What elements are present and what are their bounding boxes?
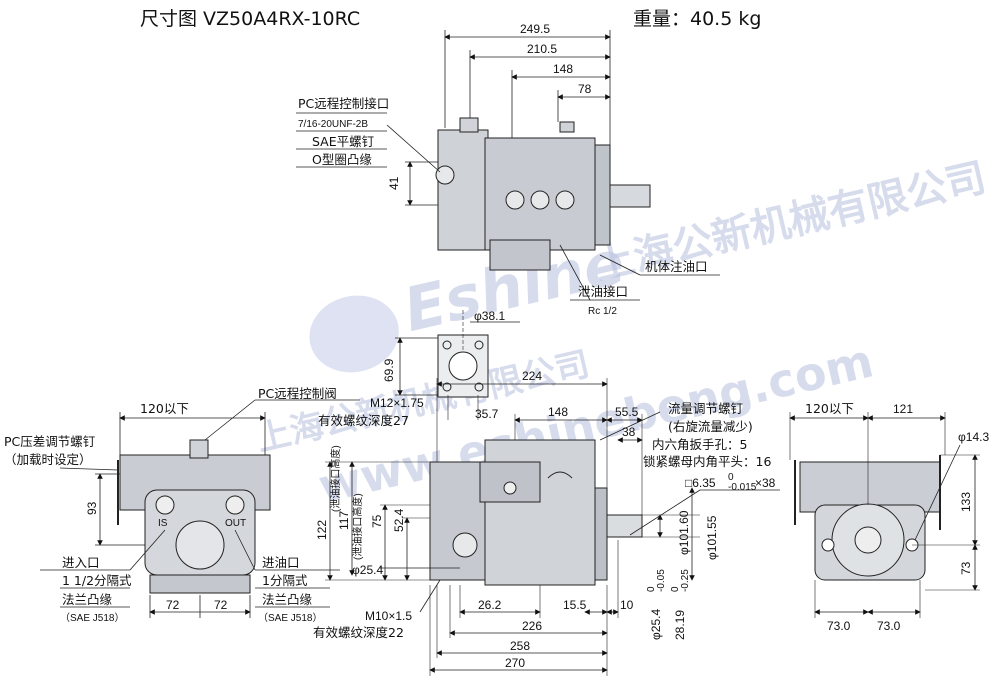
key-length: ×38: [755, 476, 776, 490]
dim-52-4: 52.4: [392, 508, 406, 532]
dim-270: 270: [505, 656, 525, 670]
key-size: □6.35: [685, 476, 716, 490]
dim-15-5: 15.5: [563, 598, 587, 612]
left-view: [40, 399, 360, 618]
flange-bolt-size: M12×1.75: [370, 396, 424, 410]
dim-73: 73: [959, 561, 973, 575]
outlet-label: 进油口: [262, 555, 300, 570]
pc-port-label: PC远程控制接口: [298, 96, 389, 111]
drain-port-label: 泄油接口: [578, 284, 628, 299]
dim-120-max-left: 120以下: [140, 401, 189, 416]
dim-148-top: 148: [553, 62, 573, 76]
dim-shaft-25-4-upper: 0: [646, 586, 657, 592]
flow-screw-note: (右旋流量减少): [668, 419, 753, 434]
dim-148-front: 148: [548, 405, 568, 419]
inlet-std: （SAE J518）: [60, 612, 124, 624]
dim-122: 122: [315, 520, 329, 540]
top-view-lower-block: [489, 239, 551, 271]
weight-label: 重量：40.5 kg: [633, 8, 762, 30]
dim-dia-14-3: φ14.3: [958, 430, 989, 444]
dim-shaft-25-4: φ25.4: [649, 609, 663, 640]
inlet-label: 进入口: [62, 555, 100, 570]
dim-41: 41: [387, 176, 401, 190]
dim-69-9: 69.9: [382, 358, 396, 382]
dim-dia-25-4-port: φ25.4: [352, 563, 383, 577]
top-view: [296, 30, 720, 301]
dim-78: 78: [578, 82, 592, 96]
front-bolt-size: M10×1.5: [365, 609, 412, 623]
drawing-title: 尺寸图 VZ50A4RX-10RC: [140, 8, 361, 30]
dim-226: 226: [522, 619, 542, 633]
dim-133: 133: [959, 492, 973, 512]
pc-port-circle: [435, 165, 455, 185]
top-view-control-block: [437, 129, 489, 251]
outlet-std: （SAE J518）: [258, 612, 322, 624]
front-bolt-depth: 有效螺纹深度22: [313, 625, 404, 640]
right-view: [789, 412, 980, 618]
flow-screw-label: 流量调节螺钉: [668, 401, 744, 416]
dim-dia-101-55: φ101.55: [705, 515, 719, 560]
dim-249-5: 249.5: [520, 22, 550, 36]
drain-port-thread: Rc 1/2: [588, 306, 617, 317]
flow-screw-hex: 内六角扳手孔：5: [652, 437, 747, 452]
dim-73-0-a: 73.0: [827, 619, 851, 633]
pc-diff-screw-label: PC压差调节螺钉: [4, 434, 96, 449]
dim-258: 258: [510, 639, 530, 653]
dim-210-5: 210.5: [527, 42, 557, 56]
dim-73-0-b: 73.0: [877, 619, 901, 633]
dim-117: 117: [337, 511, 351, 530]
dim-shaft-25-4-lower: -0.05: [656, 569, 667, 592]
outlet-type: 1分隔式: [262, 573, 308, 588]
dim-93: 93: [85, 501, 99, 515]
pc-port-screw: SAE平螺钉: [312, 134, 375, 149]
flange-bolt-depth: 有效螺纹深度27: [318, 413, 409, 428]
pc-port-flange: O型圈凸缘: [312, 152, 372, 167]
dim-75: 75: [370, 514, 384, 528]
dim-28-19: 28.19: [673, 610, 687, 640]
plate-label-out: OUT: [225, 518, 246, 529]
dim-38: 38: [622, 425, 636, 439]
dim-28-19-upper: 0: [670, 586, 681, 592]
dim-122-note: (泄油接口高度): [329, 445, 342, 512]
dim-120-max-right: 120以下: [805, 401, 854, 416]
dim-dia-101-60: φ101.60: [677, 510, 691, 555]
flow-screw-nut: 锁紧螺母内角平头：16: [643, 454, 771, 469]
dim-117-note: (泄油接口高度): [351, 493, 364, 560]
top-view-mount-flange: [594, 144, 611, 246]
pc-port-thread: 7/16-20UNF-2B: [298, 119, 368, 130]
inlet-flange: 法兰凸缘: [62, 592, 113, 607]
dim-72-b: 72: [214, 598, 228, 612]
front-view: [325, 378, 780, 676]
dim-224: 224: [522, 369, 542, 383]
pc-diff-screw-note: （加载时设定）: [4, 452, 92, 467]
dim-dia-38-1: φ38.1: [474, 309, 505, 323]
pc-valve-label: PC远程控制阀: [258, 386, 337, 401]
outlet-flange: 法兰凸缘: [262, 592, 313, 607]
key-tol-upper: 0: [728, 472, 734, 483]
plate-label-in: IS: [158, 518, 168, 529]
top-view-shaft: [609, 184, 651, 208]
dim-72-a: 72: [166, 598, 180, 612]
dim-10: 10: [620, 598, 634, 612]
dim-121: 121: [893, 402, 913, 416]
watermark-logo-icon: [309, 295, 399, 373]
inlet-type: 1 1/2分隔式: [62, 573, 132, 588]
dim-28-19-lower: -0.25: [680, 569, 691, 592]
fill-port-label: 机体注油口: [645, 259, 708, 274]
dim-55-5: 55.5: [615, 405, 639, 419]
key-tol-lower: -0.015: [728, 482, 757, 493]
dim-35-7: 35.7: [475, 407, 499, 421]
dim-26-2: 26.2: [478, 598, 502, 612]
